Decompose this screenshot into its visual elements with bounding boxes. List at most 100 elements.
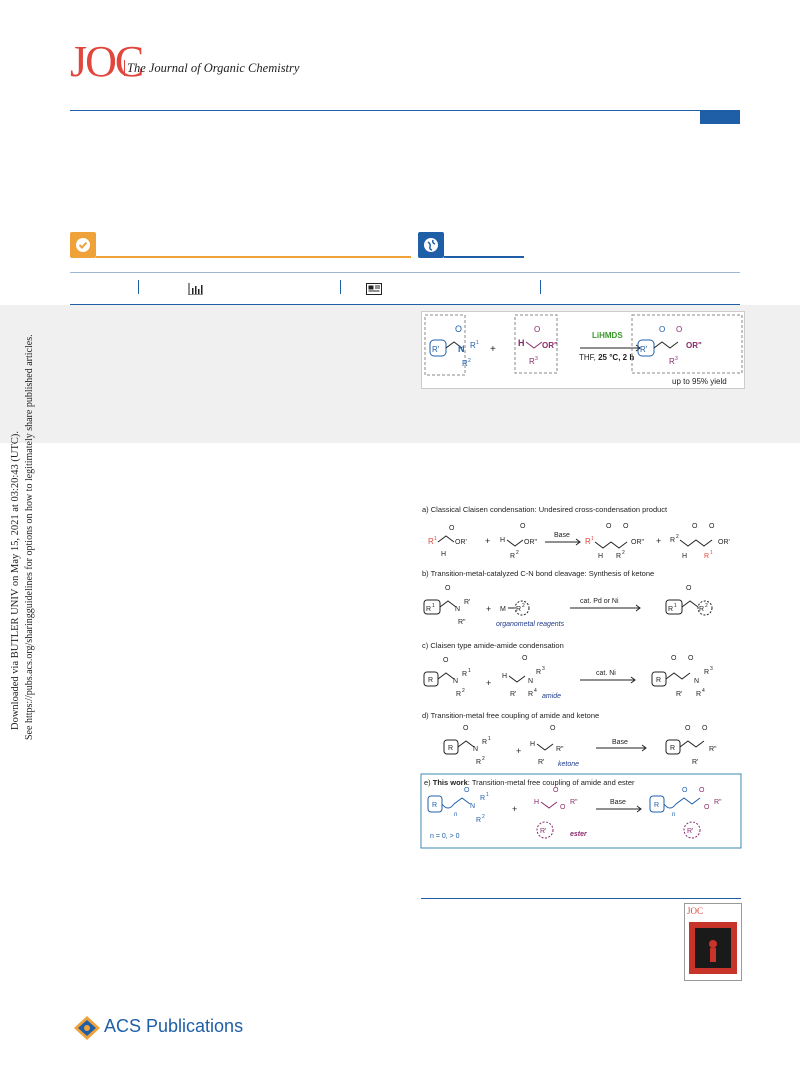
article-recommendations-icon[interactable] <box>366 282 382 295</box>
metrics-separator <box>540 280 541 294</box>
svg-text:R": R" <box>458 619 466 626</box>
svg-text:R: R <box>462 671 467 678</box>
svg-text:R: R <box>668 606 673 613</box>
svg-text:OR": OR" <box>524 539 538 546</box>
svg-text:1: 1 <box>710 550 713 556</box>
svg-text:O: O <box>560 804 566 811</box>
svg-text:R: R <box>480 795 485 802</box>
svg-text:1: 1 <box>476 340 479 346</box>
svg-text:+: + <box>656 536 661 546</box>
svg-text:2: 2 <box>622 550 625 556</box>
svg-text:H: H <box>530 741 535 748</box>
svg-text:R': R' <box>432 345 440 354</box>
svg-text:R: R <box>426 606 431 613</box>
svg-text:O: O <box>685 725 691 732</box>
scheme-e-title-rest: : Transition-metal free coupling of amid… <box>468 778 635 787</box>
svg-text:R: R <box>670 537 675 544</box>
svg-text:2: 2 <box>705 603 708 609</box>
svg-text:OR": OR" <box>542 341 558 350</box>
svg-text:N: N <box>528 678 533 685</box>
svg-text:R": R" <box>556 746 564 753</box>
svg-text:R': R' <box>676 691 682 698</box>
svg-text:e) This work: Transition-metal: e) This work: Transition-metal free coup… <box>424 778 635 787</box>
scheme-c-label: amide <box>542 693 561 700</box>
journal-logo[interactable]: JOC <box>70 37 144 86</box>
check-badge-icon[interactable] <box>70 232 96 258</box>
svg-text:O: O <box>702 725 708 732</box>
journal-name[interactable]: The Journal of Organic Chemistry <box>124 60 299 76</box>
svg-text:R: R <box>462 359 468 368</box>
svg-text:R: R <box>428 677 433 684</box>
scheme-b-label: organometal reagents <box>496 621 565 628</box>
svg-text:+: + <box>485 536 490 546</box>
svg-text:2: 2 <box>516 550 519 556</box>
svg-text:N: N <box>455 606 460 613</box>
metrics-separator <box>138 280 139 294</box>
svg-text:H: H <box>518 338 525 348</box>
svg-text:+: + <box>516 746 521 756</box>
svg-text:N: N <box>453 678 458 685</box>
svg-text:OR": OR" <box>686 341 702 350</box>
svg-text:3: 3 <box>542 666 545 672</box>
svg-text:O: O <box>443 657 449 664</box>
svg-text:R: R <box>699 606 704 613</box>
svg-text:H: H <box>500 537 505 544</box>
publisher-name[interactable]: ACS Publications <box>104 1016 244 1036</box>
globe-badge-icon[interactable] <box>418 232 444 258</box>
svg-text:R: R <box>669 357 675 366</box>
svg-text:2: 2 <box>482 756 485 762</box>
header-divider <box>70 110 740 111</box>
svg-text:O: O <box>553 787 559 794</box>
acs-logo[interactable] <box>70 1014 104 1042</box>
scheme-e-n: n = 0, > 0 <box>430 833 460 840</box>
svg-text:O: O <box>534 325 540 334</box>
toc-reagent: LiHMDS <box>592 331 623 340</box>
svg-text:H: H <box>441 551 446 558</box>
toc-yield: up to 95% yield <box>672 377 727 386</box>
svg-text:R": R" <box>570 799 578 806</box>
scheme-d-label: ketone <box>558 761 579 768</box>
scheme-b-title: b) Transition-metal-catalyzed C-N bond c… <box>422 569 654 578</box>
svg-text:1: 1 <box>434 536 437 542</box>
svg-text:R: R <box>476 817 481 824</box>
metrics-top-divider <box>70 272 740 273</box>
svg-text:1: 1 <box>486 792 489 798</box>
svg-text:R: R <box>456 691 461 698</box>
svg-text:R': R' <box>687 828 693 835</box>
svg-text:R': R' <box>692 759 698 766</box>
metrics-chart-icon[interactable] <box>188 282 204 296</box>
scheme-e-reagent: Base <box>610 799 626 806</box>
svg-text:O: O <box>709 523 715 530</box>
journal-cover-image[interactable]: JOC <box>684 903 742 981</box>
svg-text:R: R <box>704 553 709 560</box>
svg-text:O: O <box>699 787 705 794</box>
svg-text:2: 2 <box>676 534 679 540</box>
header-accent-block <box>700 110 740 124</box>
reaction-scheme-figure: a) Classical Claisen condensation: Undes… <box>420 500 742 850</box>
svg-text:M: M <box>500 606 506 613</box>
scheme-e-label: ester <box>570 831 588 838</box>
svg-text:THF, 25 °C, 2 h: THF, 25 °C, 2 h <box>579 353 634 362</box>
svg-text:R: R <box>616 553 621 560</box>
scheme-d-reagent: Base <box>612 739 628 746</box>
svg-text:R: R <box>696 691 701 698</box>
svg-text:3: 3 <box>535 356 538 362</box>
svg-text:+: + <box>486 678 491 688</box>
svg-text:R: R <box>510 553 515 560</box>
svg-text:O: O <box>449 525 455 532</box>
toc-conditions-bold: 25 °C, 2 h <box>598 353 634 362</box>
svg-text:+: + <box>512 804 517 814</box>
svg-text:R: R <box>476 759 481 766</box>
svg-text:n: n <box>454 812 457 818</box>
svg-text:O: O <box>704 804 710 811</box>
svg-text:H: H <box>502 673 507 680</box>
svg-text:O: O <box>463 725 469 732</box>
scheme-e-title-bold: This work <box>433 778 469 787</box>
svg-text:R": R" <box>709 746 717 753</box>
svg-text:N: N <box>473 746 478 753</box>
svg-text:N: N <box>470 803 475 810</box>
svg-text:R: R <box>585 537 591 546</box>
toc-conditions-prefix: THF, <box>579 353 598 362</box>
scheme-c-reagent: cat. Ni <box>596 670 616 677</box>
svg-text:n: n <box>672 812 675 818</box>
